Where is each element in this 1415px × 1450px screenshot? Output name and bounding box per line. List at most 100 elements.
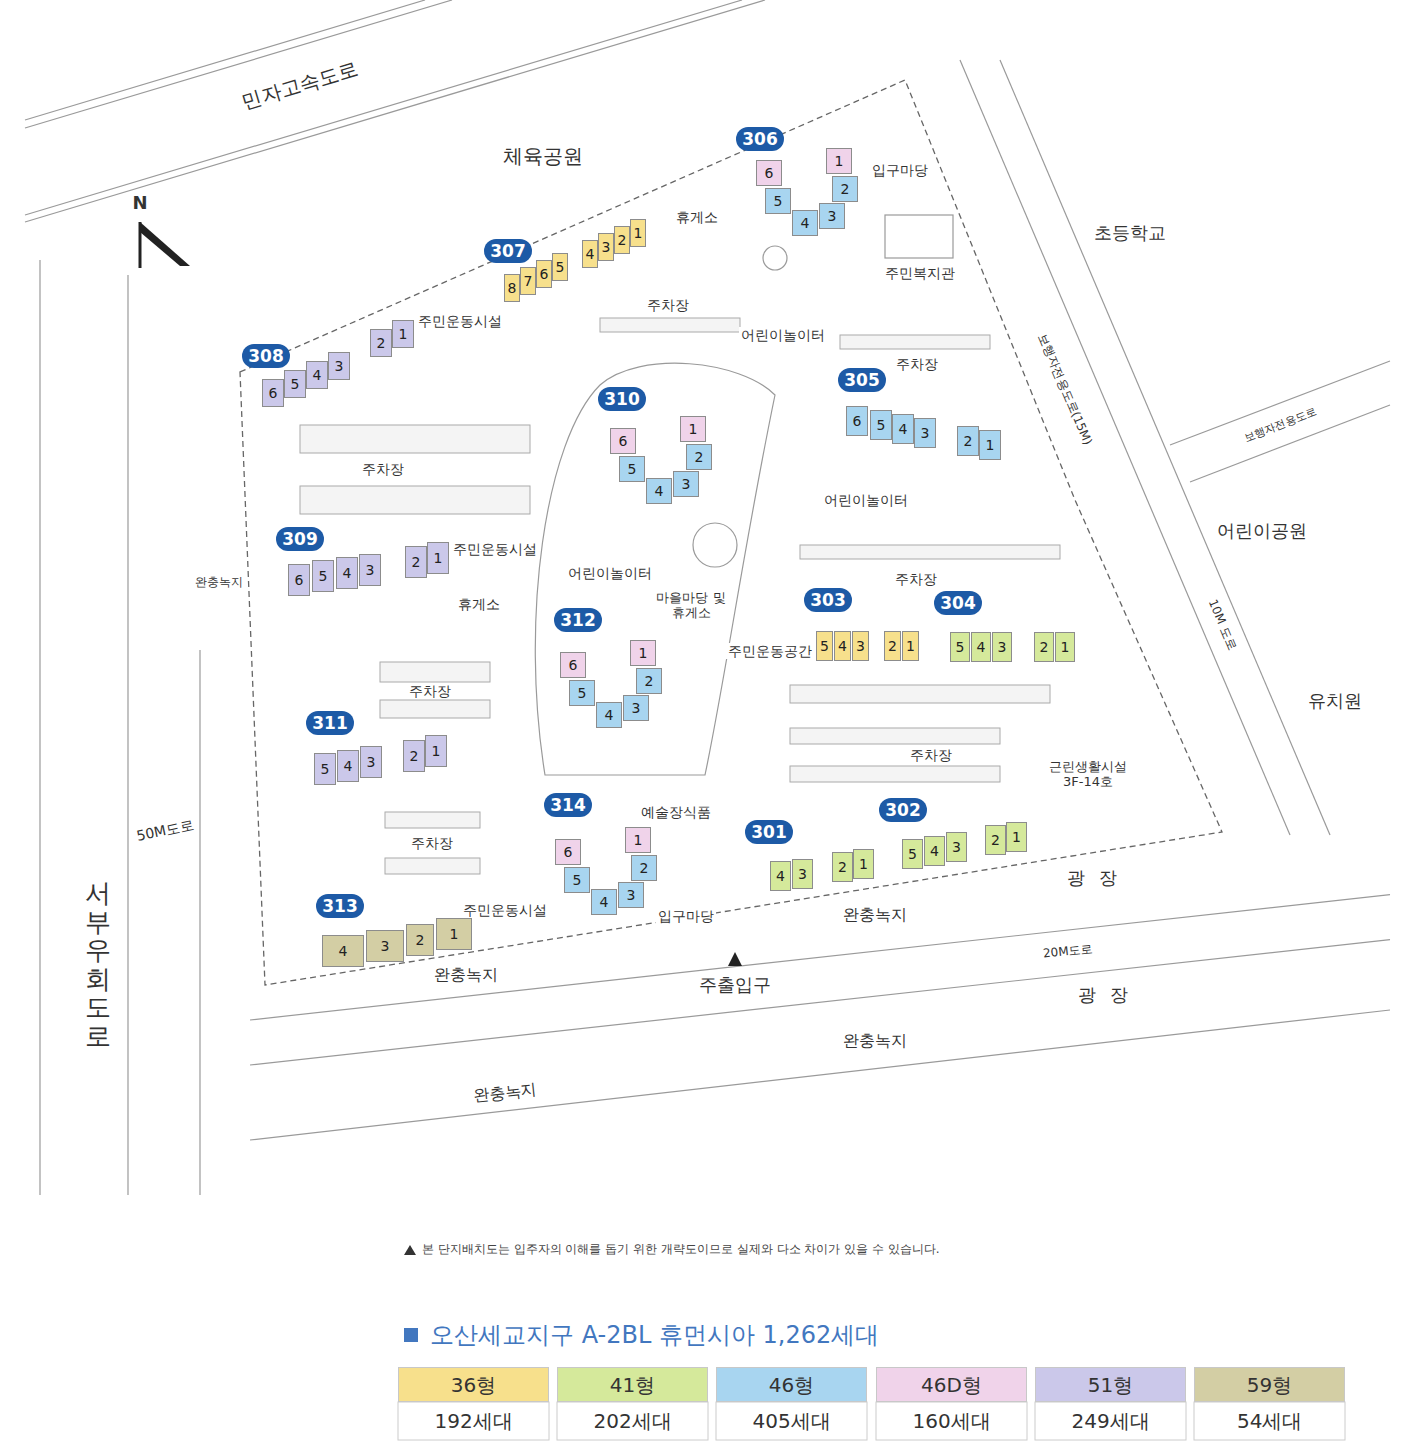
unit-number: 4: [655, 484, 664, 498]
unit-number: 4: [600, 895, 609, 909]
unit-cell: 2: [614, 226, 630, 254]
map-label: 20M도로: [1040, 942, 1095, 961]
unit-cell: 2: [405, 546, 427, 578]
unit-number: 3: [798, 867, 807, 881]
building-number: 305: [844, 372, 880, 389]
map-label: 어린이놀이터: [739, 327, 827, 343]
map-label: 어린이놀이터: [822, 492, 910, 508]
unit-cell: 4: [834, 631, 851, 661]
unit-cell: 6: [555, 839, 581, 865]
map-label: 초등학교: [1092, 223, 1168, 244]
highway-edge: [25, 0, 425, 120]
map-label: 완충녹지: [470, 1080, 540, 1105]
unit-cell: 5: [312, 560, 334, 592]
legend-count-cell: [557, 1402, 708, 1440]
parking-row: [380, 700, 490, 718]
parking-row: [380, 662, 490, 682]
unit-number: 3: [381, 939, 390, 953]
road-edge: [250, 940, 1390, 1065]
legend-count: 54세대: [1235, 1410, 1304, 1433]
unit-cell: 3: [946, 832, 967, 862]
unit-number: 1: [1012, 830, 1021, 844]
building-number-badge: 313: [316, 894, 364, 918]
unit-number: 1: [399, 327, 408, 341]
unit-number: 5: [556, 260, 565, 274]
unit-cell: 7: [520, 267, 536, 295]
unit-number: 3: [627, 888, 636, 902]
map-label: 주차장: [409, 835, 455, 851]
building-number: 308: [248, 348, 284, 365]
unit-cell: 5: [619, 456, 645, 482]
unit-cell: 5: [816, 631, 833, 661]
unit-number: 3: [632, 701, 641, 715]
unit-cell: 3: [914, 418, 936, 448]
map-label: 10M 도로: [1204, 596, 1239, 654]
unit-cell: 5: [569, 680, 595, 706]
building-number-badge: 305: [838, 368, 886, 392]
map-label: 광장: [1065, 868, 1133, 889]
unit-number: 4: [838, 639, 847, 653]
road-edge: [250, 895, 1390, 1020]
legend-count: 405세대: [751, 1410, 833, 1433]
legend-swatch: 41형: [557, 1367, 708, 1402]
unit-cell: 4: [971, 632, 991, 662]
unit-number: 6: [619, 434, 628, 448]
unit-cell: 6: [610, 428, 636, 454]
building-number: 303: [810, 592, 846, 609]
legend-text: 51형: [1088, 1375, 1133, 1395]
building-number: 301: [751, 824, 787, 841]
unit-cell: 6: [560, 652, 586, 678]
unit-number: 8: [508, 281, 517, 295]
unit-cell: 3: [366, 930, 404, 962]
legend-swatch: 36형: [398, 1367, 549, 1402]
unit-number: 1: [835, 154, 844, 168]
unit-cell: 4: [892, 414, 914, 444]
unit-number: 4: [605, 708, 614, 722]
legend-count: 192세대: [433, 1410, 515, 1433]
unit-number: 4: [339, 944, 348, 958]
unit-cell: 1: [826, 148, 852, 174]
unit-number: 2: [841, 182, 850, 196]
road-edge: [960, 60, 1290, 835]
roundabout: [763, 246, 787, 270]
unit-number: 6: [853, 414, 862, 428]
unit-cell: 1: [853, 849, 874, 879]
map-label: 주차장: [360, 461, 406, 477]
map-label: 민자고속도로: [237, 56, 362, 114]
unit-number: 1: [906, 639, 915, 653]
unit-cell: 1: [1006, 822, 1027, 852]
unit-number: 3: [602, 240, 611, 254]
title: 오산세교지구 A-2BL 휴먼시아 1,262세대: [428, 1322, 881, 1350]
unit-cell: 1: [625, 827, 651, 853]
map-label: 휴게소: [456, 596, 502, 612]
unit-cell: 2: [1034, 632, 1054, 662]
unit-cell: 2: [957, 426, 979, 456]
map-label: 주민운동시설: [416, 313, 504, 329]
unit-number: 1: [450, 927, 459, 941]
parking-row: [800, 545, 1060, 559]
road-edge: [1170, 361, 1390, 445]
building-number: 310: [604, 391, 640, 408]
legend-count-cell: [1035, 1402, 1186, 1440]
parking-row: [385, 812, 480, 828]
parking-row: [600, 318, 740, 332]
map-label: 어린이놀이터: [566, 565, 654, 581]
map-label: 주차장: [894, 356, 940, 372]
unit-number: 1: [859, 857, 868, 871]
map-label: 주민복지관: [883, 265, 957, 281]
unit-cell: 1: [902, 631, 919, 661]
unit-number: 5: [774, 194, 783, 208]
unit-number: 1: [639, 646, 648, 660]
parking-row: [300, 425, 530, 453]
legend-swatch: 51형: [1035, 1367, 1186, 1402]
building-number: 304: [940, 595, 976, 612]
entrance-marker: [728, 952, 742, 966]
unit-number: 2: [838, 860, 847, 874]
unit-cell: 5: [314, 753, 336, 785]
unit-cell: 3: [792, 859, 813, 889]
parking-row: [300, 486, 530, 514]
building-number-badge: 306: [736, 127, 784, 151]
unit-cell: 5: [870, 410, 892, 440]
legend-count-cell: [1194, 1402, 1345, 1440]
